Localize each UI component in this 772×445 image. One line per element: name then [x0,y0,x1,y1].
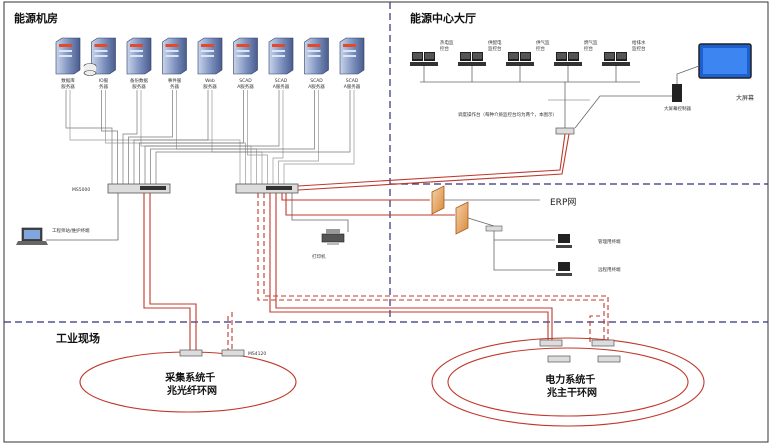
server-4: 事件服务器 [162,37,187,90]
ring-node-power-4 [597,355,621,363]
erp-terminal-1-label: 管理用终端 [598,238,621,245]
erp-terminal-2 [556,262,572,276]
big-screen-controller-label: 大屏幕控制器 [664,105,691,112]
erp-terminal-link-2 [493,231,555,271]
ring-node-power-3 [547,355,571,363]
server-1: 数据库服务器 [55,37,81,90]
big-screen-label: 大屏幕 [736,94,754,102]
machine-room-title: 能源机房 [14,11,58,25]
red-dashed-lines [227,193,609,352]
ring-node-collection-1 [179,349,203,357]
erp-terminal-1 [556,234,572,248]
controller-link [574,95,672,129]
server-label: 事件服务器 [168,77,182,90]
console-label: 燃气监控台 [584,39,598,52]
ring-node-power-2 [591,339,615,347]
server-2: IO服务器 [91,37,116,90]
power-ring-inner [447,347,689,417]
big-screen-display [703,48,747,74]
server-link-group [65,90,355,184]
ring-node-power-1 [539,339,563,347]
red-fiber-lines [143,133,570,352]
dispatch-console-label: 调度操作台（每种介质监控台均为两个，本图示） [458,111,557,118]
console-group: 热电监控台 供配电监控台 供气监控台 燃气监控台 给排水监控台 [410,39,646,82]
firewall-1 [431,185,445,215]
server-label: IO服务器 [99,78,109,90]
big-screen-controller [672,84,682,102]
printer-link [291,193,349,232]
server-label: 备份数据服务器 [130,77,148,90]
console-label: 给排水监控台 [632,39,646,52]
power-ring-label: 电力系统千 兆主干环网 [545,373,598,399]
console-label: 供气监控台 [536,39,550,52]
core-switch-left-ports [140,186,166,190]
erp-terminal-2-label: 远程用终端 [598,266,621,273]
hall-switch [555,127,575,135]
control-hall-title: 能源中心大厅 [410,11,476,25]
erp-fw-link [467,217,495,227]
console-2: 供配电监控台 [458,39,502,82]
laptop-link [46,193,119,241]
database-disk-icon [83,63,97,76]
outer-frame [3,1,769,443]
core-switch-right-ports [266,186,292,190]
core-switch-left [107,183,171,194]
screen-link [676,65,700,84]
erp-switch [485,225,503,232]
console-3: 供气监控台 [506,39,550,82]
console-1: 热电监控台 [410,39,454,82]
erp-network-label: ERP网 [550,197,576,208]
console-label: 热电监控台 [440,39,454,52]
server-label: 数据库服务器 [61,77,75,90]
engineering-station-label: 工程师站/维护终端 [52,227,90,234]
printer [321,229,345,245]
console-label: 供配电监控台 [488,39,502,52]
ring-node-collection-2 [221,349,245,357]
console-5: 给排水监控台 [602,39,646,82]
printer-label: 打印机 [312,253,326,260]
firewall-2 [455,201,469,235]
core-switch-left-label: MS5000 [72,187,90,193]
power-ring-outer [431,337,705,427]
industrial-site-title: 工业现场 [56,331,100,345]
collection-ring-label: 采集系统千 兆光纤环网 [164,371,218,397]
field-switch-label: MS4120 [248,351,266,357]
server-3: 备份数据服务器 [126,37,152,90]
console-4: 燃气监控台 [554,39,598,82]
laptop [16,227,48,245]
